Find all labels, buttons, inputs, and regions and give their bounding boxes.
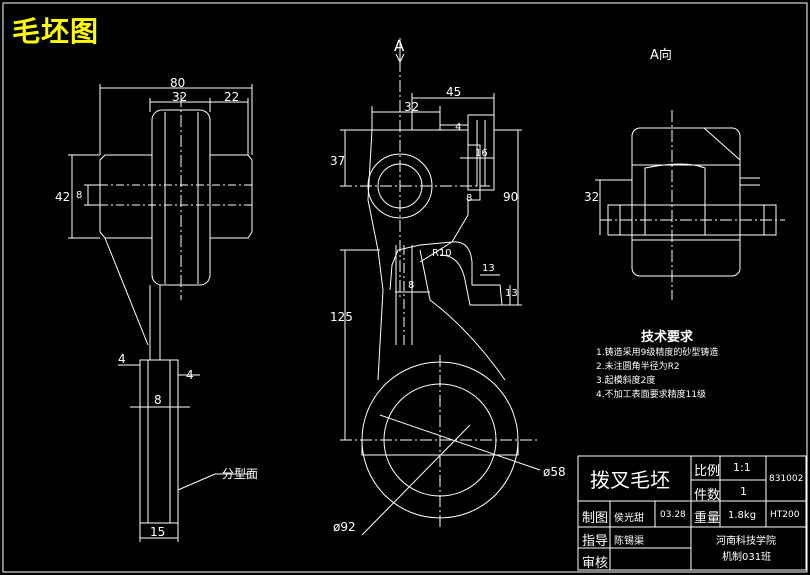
part-name: 拨叉毛坯 [590,468,670,492]
dim-8-arm: 8 [408,280,415,291]
drawn-date: 03.28 [660,510,686,520]
middle-view [340,38,541,536]
parting-surface-label: 分型面 [222,467,259,481]
dim-42: 42 [55,190,71,204]
scale-value: 1:1 [733,461,751,474]
view-a-label: A向 [650,48,672,63]
weight-label: 重量 [694,511,721,526]
left-view [68,84,253,542]
dim-80: 80 [170,76,186,90]
dim-4-mid: 4 [455,122,462,133]
dim-22: 22 [224,90,240,104]
school-name: 河南科技学院 [716,536,776,547]
dim-37: 37 [330,154,346,168]
quantity-value: 1 [740,485,747,498]
dim-4-left: 4 [118,352,126,366]
quantity-label: 件数 [694,488,721,503]
dim-90: 90 [503,190,519,204]
dim-125: 125 [330,310,353,324]
dim-16: 16 [475,148,488,159]
guide-label: 指导 [582,534,609,549]
class-name: 机制031班 [722,552,772,563]
drawing-title: 毛坯图 [12,15,100,48]
dim-13-upper: 13 [482,263,495,274]
right-view [595,110,785,300]
drawn-label: 制图 [582,511,609,526]
dim-8-mid: 8 [466,193,473,204]
dim-r10: R10 [432,248,452,259]
requirement-4: 4.不加工表面要求精度11级 [596,390,707,400]
dim-45: 45 [446,85,462,99]
dim-dia-92: ø92 [333,520,356,534]
requirement-1: 1.铸造采用9级精度的砂型铸造 [596,348,719,358]
guide-name: 陈锡渠 [614,536,644,547]
dim-32-mid: 32 [404,100,420,114]
review-label: 审核 [582,556,609,571]
drawing-number: 831002 [769,474,804,484]
dim-8-left: 8 [76,190,83,201]
requirement-2: 2.未注圆角半径为R2 [596,362,680,372]
requirements-heading: 技术要求 [641,330,694,345]
material: HT200 [770,510,800,520]
dim-32-left: 32 [172,90,188,104]
requirement-3: 3.起模斜度2度 [596,376,656,386]
title-block-frame [577,455,807,571]
scale-label: 比例 [694,464,721,479]
weight-value: 1.8kg [728,510,757,521]
drawn-by: 侯光甜 [614,513,644,524]
dim-4-right: 4 [186,368,194,382]
dim-13-lower: 13 [505,288,518,299]
dim-dia-58: ø58 [543,465,566,479]
dim-15: 15 [150,525,166,539]
dim-8-fork: 8 [154,393,162,407]
view-a-marker: A [394,37,405,55]
dim-32-right: 32 [584,190,600,204]
